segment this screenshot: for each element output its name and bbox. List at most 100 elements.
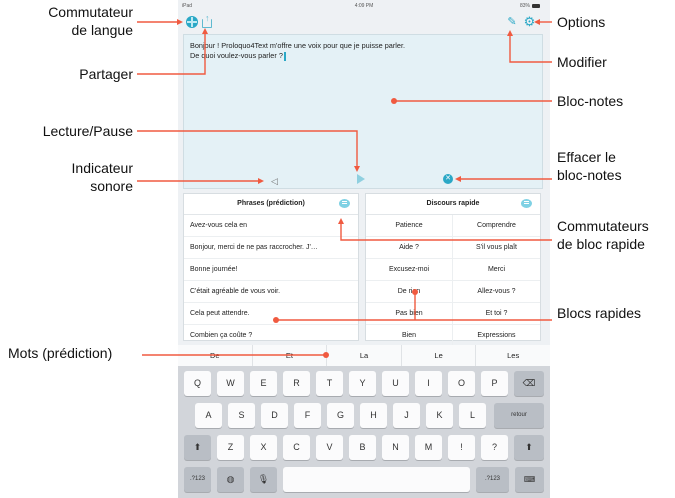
quick-block[interactable]: Pas bien bbox=[366, 303, 453, 325]
key[interactable]: V bbox=[316, 435, 343, 460]
key[interactable]: Q bbox=[184, 371, 211, 396]
arrow-head bbox=[455, 176, 461, 182]
arrow-head bbox=[202, 28, 208, 34]
notepad[interactable]: Bonjour ! Proloquo4Text m'offre une voix… bbox=[183, 34, 543, 189]
key[interactable]: E bbox=[250, 371, 277, 396]
arrow-head bbox=[258, 178, 264, 184]
quick-speech-panel: Discours rapide Patience Comprendre Aide… bbox=[365, 193, 541, 347]
quick-block[interactable]: S'il vous plaît bbox=[453, 237, 540, 259]
globe-key[interactable]: ◍ bbox=[217, 467, 244, 492]
share-icon[interactable] bbox=[202, 19, 212, 28]
key[interactable]: C bbox=[283, 435, 310, 460]
numbers-key[interactable]: .?123 bbox=[476, 467, 509, 492]
key[interactable]: O bbox=[448, 371, 475, 396]
key[interactable]: M bbox=[415, 435, 442, 460]
clock: 4:09 PM bbox=[354, 3, 374, 9]
globe-icon[interactable] bbox=[186, 16, 198, 28]
ipad-screen: iPad 4:09 PM 83% ↑ ✎ ⚙ Bonjour ! Proloqu… bbox=[178, 0, 550, 498]
key[interactable]: Z bbox=[217, 435, 244, 460]
key[interactable]: U bbox=[382, 371, 409, 396]
phrase-item[interactable]: Bonne journée! bbox=[184, 259, 358, 281]
label-edit: Modifier bbox=[557, 54, 607, 70]
key[interactable]: X bbox=[250, 435, 277, 460]
quick-panel-header: Discours rapide bbox=[366, 194, 540, 215]
hide-keyboard-key[interactable]: ⌨ bbox=[515, 467, 544, 492]
key[interactable]: P bbox=[481, 371, 508, 396]
label-quick-blocks: Blocs rapides bbox=[557, 305, 642, 321]
phrase-item[interactable]: Avez-vous cela en bbox=[184, 215, 358, 237]
dictation-key[interactable]: 🎙 bbox=[250, 467, 277, 492]
word-suggestion[interactable]: Le bbox=[402, 345, 477, 366]
key[interactable]: R bbox=[283, 371, 310, 396]
key[interactable]: W bbox=[217, 371, 244, 396]
status-bar: iPad 4:09 PM 83% bbox=[178, 0, 550, 12]
quick-block[interactable]: De rien bbox=[366, 281, 453, 303]
key[interactable]: N bbox=[382, 435, 409, 460]
key[interactable]: D bbox=[261, 403, 288, 428]
phrases-panel-title: Phrases (prédiction) bbox=[237, 200, 305, 207]
label-quick-block-switchers: Commutateurs de bloc rapide bbox=[557, 217, 649, 253]
space-key[interactable] bbox=[283, 467, 470, 492]
shift-icon: ⬆ bbox=[193, 442, 202, 452]
label-clear-notepad: Effacer le bloc-notes bbox=[557, 148, 622, 184]
label-play-pause: Lecture/Pause bbox=[42, 123, 133, 139]
quick-block[interactable]: Patience bbox=[366, 215, 453, 237]
message-line: De quoi voulez-vous parler ? bbox=[190, 51, 283, 60]
keyboard: Q W E R T Y U I O P ⌫ A S D F G H J K L … bbox=[178, 366, 550, 498]
quick-block[interactable]: Excusez-moi bbox=[366, 259, 453, 281]
text-caret bbox=[283, 51, 286, 61]
key[interactable]: S bbox=[228, 403, 255, 428]
key[interactable]: H bbox=[360, 403, 387, 428]
quick-block[interactable]: Et toi ? bbox=[453, 303, 540, 325]
arrow-head bbox=[534, 19, 540, 25]
key[interactable]: ! bbox=[448, 435, 475, 460]
phrase-item[interactable]: Bonjour, merci de ne pas raccrocher. J'… bbox=[184, 237, 358, 259]
key[interactable]: L bbox=[459, 403, 486, 428]
battery-icon bbox=[532, 3, 540, 8]
arrow-dot bbox=[391, 98, 397, 104]
shift-key[interactable]: ⬆ bbox=[184, 435, 211, 460]
return-key[interactable]: retour bbox=[494, 403, 544, 428]
key[interactable]: B bbox=[349, 435, 376, 460]
clear-icon[interactable]: ✕ bbox=[443, 174, 453, 184]
phrase-item[interactable]: C'était agréable de vous voir. bbox=[184, 281, 358, 303]
key[interactable]: ? bbox=[481, 435, 508, 460]
shift-key[interactable]: ⬆ bbox=[514, 435, 544, 460]
quick-block-switch-icon[interactable] bbox=[521, 199, 532, 208]
play-icon[interactable] bbox=[357, 174, 365, 184]
key[interactable]: F bbox=[294, 403, 321, 428]
label-options: Options bbox=[557, 14, 606, 30]
quick-panel-title: Discours rapide bbox=[426, 200, 480, 207]
keyboard-icon: ⌨ bbox=[523, 475, 536, 484]
key[interactable]: A bbox=[195, 403, 222, 428]
device-name: iPad bbox=[182, 3, 193, 9]
numbers-key[interactable]: .?123 bbox=[184, 467, 211, 492]
quick-block[interactable]: Merci bbox=[453, 259, 540, 281]
label-sound-indicator: Indicateur sonore bbox=[0, 159, 133, 195]
backspace-key[interactable]: ⌫ bbox=[514, 371, 544, 396]
pencil-icon[interactable]: ✎ bbox=[507, 16, 517, 28]
quick-block[interactable]: Comprendre bbox=[453, 215, 540, 237]
gear-icon[interactable]: ⚙ bbox=[523, 14, 536, 29]
quick-block[interactable]: Aide ? bbox=[366, 237, 453, 259]
arrow-dot bbox=[412, 289, 418, 295]
key[interactable]: T bbox=[316, 371, 343, 396]
message-text[interactable]: Bonjour ! Proloquo4Text m'offre une voix… bbox=[190, 41, 530, 61]
word-suggestion[interactable]: La bbox=[327, 345, 402, 366]
arrow-head bbox=[507, 30, 513, 36]
phrase-item[interactable]: Cela peut attendre. bbox=[184, 303, 358, 325]
label-word-prediction: Mots (prédiction) bbox=[8, 345, 113, 361]
word-suggestion[interactable]: Les bbox=[507, 351, 520, 360]
key[interactable]: Y bbox=[349, 371, 376, 396]
phrase-item[interactable]: Combien ça coûte ? bbox=[190, 332, 253, 339]
key[interactable]: J bbox=[393, 403, 420, 428]
key[interactable]: I bbox=[415, 371, 442, 396]
arrow-dot bbox=[273, 317, 279, 323]
label-line: Effacer le bbox=[557, 149, 616, 165]
quick-block-switch-icon[interactable] bbox=[339, 199, 350, 208]
key[interactable]: K bbox=[426, 403, 453, 428]
key[interactable]: G bbox=[327, 403, 354, 428]
quick-block[interactable]: Allez-vous ? bbox=[453, 281, 540, 303]
message-line: Bonjour ! Proloquo4Text m'offre une voix… bbox=[190, 41, 406, 50]
